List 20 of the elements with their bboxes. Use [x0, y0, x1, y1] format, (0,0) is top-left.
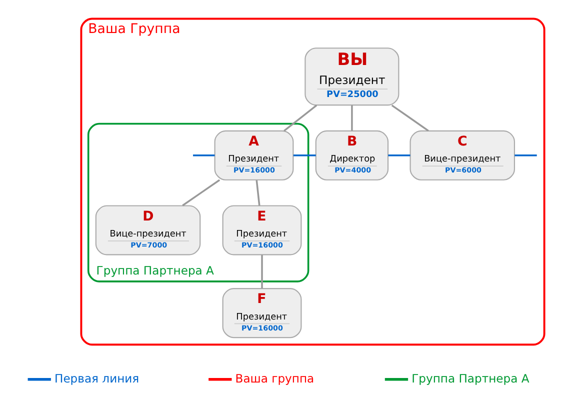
node-box: A Президент PV=16000	[214, 130, 294, 180]
connector	[255, 180, 260, 206]
node-box: ВЫ Президент PV=25000	[304, 48, 399, 106]
legend-label: Первая линия	[54, 371, 139, 386]
node-box: F Президент PV=16000	[222, 288, 302, 338]
connector	[283, 104, 317, 132]
connector	[260, 254, 262, 288]
node-box: B Директор PV=4000	[314, 130, 388, 180]
node-box: C Вице-президент PV=6000	[409, 130, 515, 180]
node-box: E Президент PV=16000	[222, 205, 302, 256]
legend-label: Группа Партнера А	[411, 371, 529, 386]
node-box: D Вице-президент PV=7000	[94, 205, 200, 256]
legend-label: Ваша группа	[234, 371, 314, 386]
connector	[292, 154, 316, 156]
connector	[192, 154, 214, 156]
connector	[514, 154, 536, 156]
connector	[390, 104, 428, 132]
connector	[388, 154, 410, 156]
connector	[350, 105, 352, 131]
connector	[182, 179, 220, 206]
